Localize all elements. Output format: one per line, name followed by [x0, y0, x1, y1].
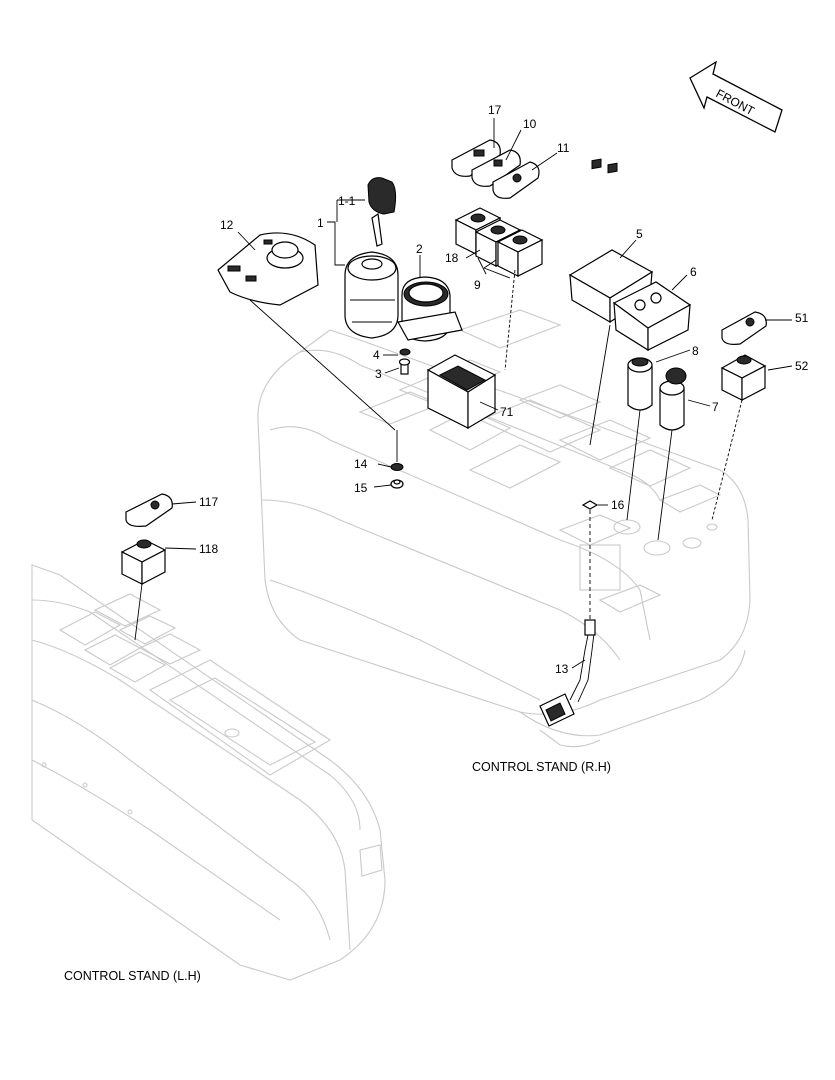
- leader-lines: [134, 118, 793, 669]
- callout-118: 118: [199, 542, 218, 556]
- callout-117: 117: [199, 495, 218, 509]
- part-51-rocker-cap: [721, 311, 767, 345]
- callout-3: 3: [375, 367, 382, 381]
- front-arrow: FRONT: [689, 60, 783, 133]
- part-2-round-switch: [397, 276, 463, 342]
- caption-control-stand-lh: CONTROL STAND (L.H): [64, 969, 201, 983]
- callout-2: 2: [416, 242, 423, 256]
- callout-16: 16: [611, 498, 625, 512]
- callout-9: 9: [474, 278, 481, 292]
- callout-4: 4: [373, 348, 380, 362]
- callout-labels: 1 1-1 2 3 4 5 6 7 8 9 10 11 12 13 14 15 …: [199, 103, 809, 676]
- part-1-1-key: [367, 177, 397, 247]
- part-1-ignition-switch: [344, 251, 399, 339]
- part-71-box: [426, 354, 497, 430]
- part-7-cylinder-switch: [659, 367, 687, 431]
- part-13-harness: [539, 619, 596, 727]
- callout-18: 18: [445, 251, 459, 265]
- part-14-15-nut-washer: [390, 463, 404, 489]
- part-12-knob-panel: [217, 232, 319, 306]
- part-9-18-switch-bodies: [454, 207, 544, 277]
- part-8-cylinder-switch: [627, 357, 653, 411]
- callout-10: 10: [523, 117, 537, 131]
- callout-6: 6: [690, 265, 697, 279]
- callout-17: 17: [488, 103, 502, 117]
- callout-52: 52: [795, 359, 809, 373]
- part-118-rocker-switch: [120, 539, 167, 585]
- callout-1: 1: [317, 216, 324, 230]
- callout-7: 7: [712, 400, 719, 414]
- part-52-rocker-switch: [720, 354, 767, 401]
- part-16-clip: [581, 500, 599, 510]
- part-11-rocker-cap: [492, 161, 540, 199]
- part-117-rocker-cap: [125, 493, 173, 527]
- caption-control-stand-rh: CONTROL STAND (R.H): [472, 760, 611, 774]
- lh-control-stand-body: [31, 564, 386, 981]
- callout-12: 12: [220, 218, 234, 232]
- callout-51: 51: [795, 311, 809, 325]
- callout-11: 11: [557, 141, 570, 155]
- callout-13: 13: [555, 662, 569, 676]
- callout-1-1: 1-1: [338, 194, 356, 208]
- part-6-switch-panel: [612, 281, 692, 352]
- callout-15: 15: [354, 481, 368, 495]
- callout-8: 8: [692, 344, 699, 358]
- callout-71: 71: [500, 405, 514, 419]
- part-3-4-fasteners: [398, 348, 411, 375]
- callout-14: 14: [354, 457, 368, 471]
- callout-5: 5: [636, 227, 643, 241]
